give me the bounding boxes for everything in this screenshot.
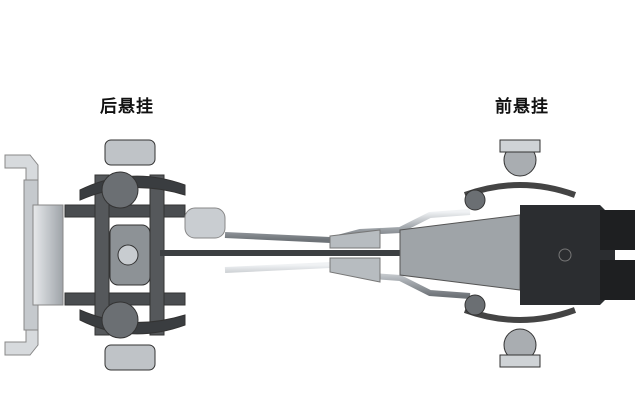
gearbox: [399, 214, 521, 291]
rear-suspension: [64, 139, 186, 371]
exhaust-muffler: [4, 154, 64, 356]
front-suspension: [463, 139, 577, 368]
engine: [520, 205, 635, 305]
rear-suspension-label: 后悬挂: [100, 97, 154, 117]
driveshaft: [160, 207, 471, 299]
front-suspension-label: 前悬挂: [495, 97, 549, 117]
